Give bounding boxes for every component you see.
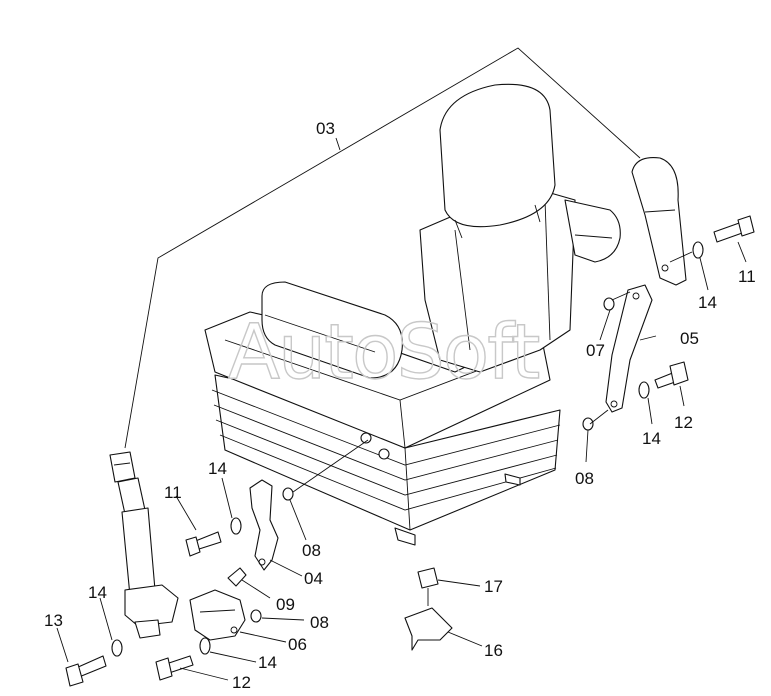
callout-08-right: 08 bbox=[575, 469, 594, 488]
callout-14-lower-left: 14 bbox=[88, 583, 107, 602]
leader-lines bbox=[56, 137, 747, 681]
bolt-11-left bbox=[185, 531, 222, 557]
right-armrest bbox=[564, 199, 621, 263]
callout-08-lower: 08 bbox=[310, 613, 329, 632]
callout-14-upper-right: 14 bbox=[698, 293, 717, 312]
anchor-plate-right bbox=[631, 157, 687, 286]
bolt-17 bbox=[417, 567, 439, 606]
callout-11-left: 11 bbox=[164, 483, 182, 502]
callout-09: 09 bbox=[276, 595, 295, 614]
strap-05 bbox=[605, 284, 653, 413]
bolt-12-right bbox=[654, 361, 689, 389]
callout-05: 05 bbox=[680, 329, 699, 348]
watermark-text: AutoSoft bbox=[228, 307, 539, 396]
callout-17: 17 bbox=[484, 577, 503, 596]
callout-03: 03 bbox=[316, 119, 335, 138]
callout-12-right: 12 bbox=[674, 413, 693, 432]
bracket-04 bbox=[249, 479, 279, 571]
callout-14-left: 14 bbox=[208, 459, 227, 478]
callout-06: 06 bbox=[288, 635, 307, 654]
seat-belt-buckle-left bbox=[109, 451, 179, 639]
callout-14-right: 14 bbox=[642, 429, 661, 448]
callout-12-left: 12 bbox=[232, 673, 251, 692]
callout-08-middle: 08 bbox=[302, 541, 321, 560]
bracket-16 bbox=[404, 607, 453, 651]
seat-headrest bbox=[439, 83, 556, 239]
washers bbox=[111, 241, 704, 657]
left-armrest bbox=[261, 281, 403, 379]
spacer-09 bbox=[227, 567, 247, 587]
callout-16: 16 bbox=[484, 641, 503, 660]
callout-07: 07 bbox=[586, 341, 605, 360]
callout-labels: 03 11 14 05 07 12 14 08 14 11 08 04 09 1… bbox=[44, 119, 756, 692]
bushings bbox=[250, 297, 615, 623]
bolt-12-left bbox=[155, 655, 194, 681]
bolt-11-right bbox=[713, 215, 755, 243]
callout-13: 13 bbox=[44, 611, 63, 630]
clip-06 bbox=[189, 589, 246, 641]
callout-14-bottom: 14 bbox=[258, 653, 277, 672]
callout-11-right: 11 bbox=[738, 267, 756, 286]
bolt-13 bbox=[65, 655, 107, 687]
seat-backrest bbox=[419, 189, 576, 373]
callout-04: 04 bbox=[304, 569, 323, 588]
